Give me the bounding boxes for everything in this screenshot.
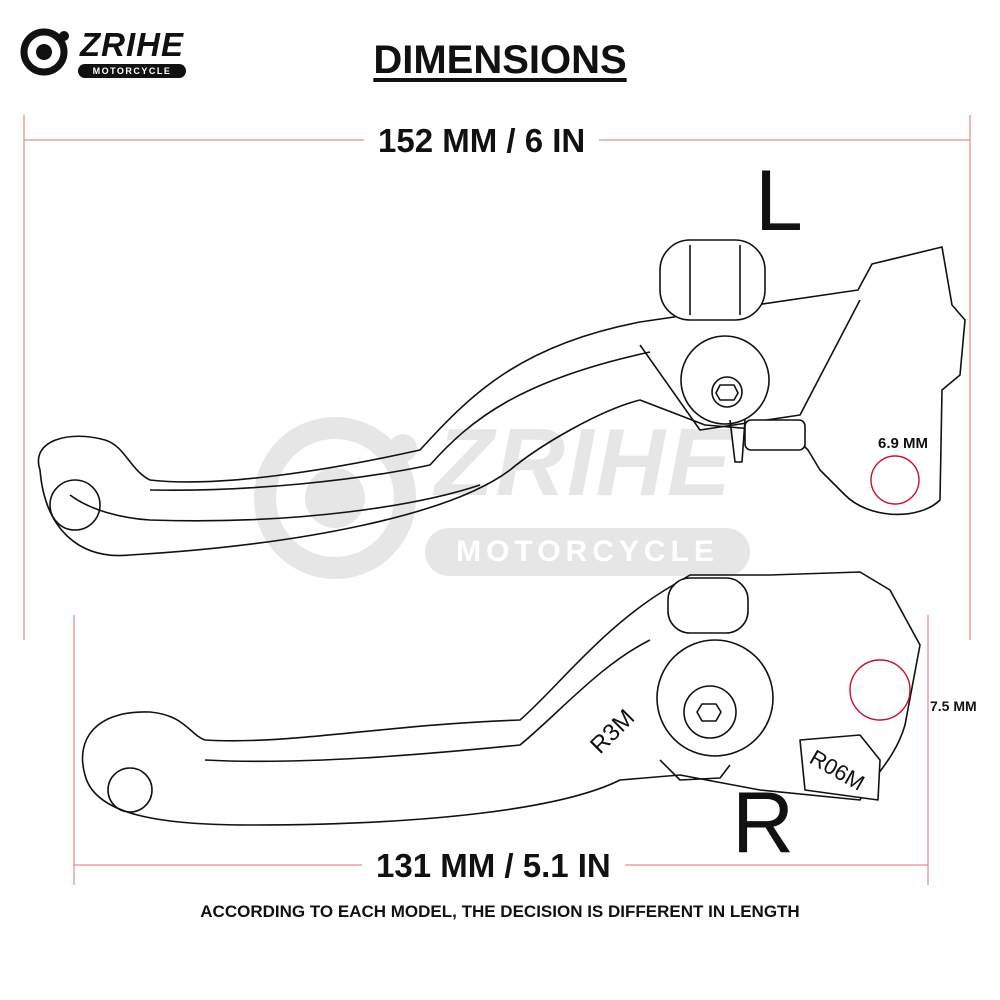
watermark-ring-icon (254, 417, 417, 579)
left-pivot-ring (680, 335, 770, 425)
watermark: ZRIHE MOTORCYCLE (245, 408, 755, 608)
left-mount-hole (870, 455, 920, 505)
left-hole-size-label: 6.9 MM (878, 435, 929, 452)
watermark-tagline: MOTORCYCLE (425, 528, 750, 576)
left-lever-label: L (755, 153, 803, 249)
watermark-brand: ZRIHE (435, 409, 733, 516)
right-lever-ridge (204, 639, 651, 763)
right-lever-end-hole (107, 767, 153, 813)
right-lever-label: R (732, 775, 795, 871)
page-title: DIMENSIONS (0, 38, 1000, 83)
page-title-text: DIMENSIONS (373, 38, 627, 82)
left-lever-ridge (149, 351, 651, 492)
logo-tagline: MOTORCYCLE (78, 64, 186, 78)
right-adjuster-knob (667, 577, 749, 634)
top-length-label: 152 MM / 6 IN (364, 122, 600, 160)
right-pivot-ring (656, 639, 774, 757)
logo-ring-icon (20, 28, 69, 76)
right-hole-size-label: 7.5 MM (930, 698, 977, 714)
length-note: ACCORDING TO EACH MODEL, THE DECISION IS… (200, 902, 800, 921)
left-lever-outline (37, 246, 966, 557)
right-tab (799, 734, 881, 801)
right-mark-r3m: R3M (585, 704, 640, 759)
left-pivot-bolt (711, 376, 743, 408)
left-set-screw (729, 419, 746, 463)
logo-name: ZRIHE (80, 26, 184, 63)
left-adjuster-knob (659, 239, 766, 321)
right-lever-outline (81, 571, 921, 826)
left-lever-inner-line (69, 484, 481, 522)
right-pivot-bolt (683, 685, 737, 739)
right-mount-hole (849, 659, 911, 721)
bottom-length-label: 131 MM / 5.1 IN (362, 847, 625, 885)
left-lever-end-hole (49, 479, 101, 531)
brand-logo: ZRIHE MOTORCYCLE (16, 22, 186, 82)
